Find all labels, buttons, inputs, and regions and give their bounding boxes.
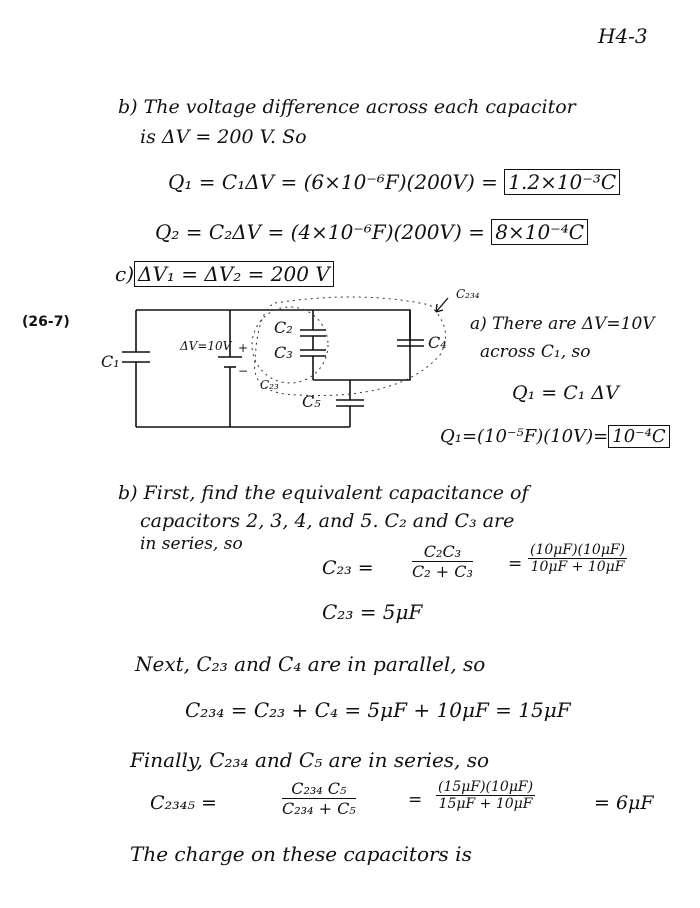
q2-expression: Q₂ = C₂ΔV = (4×10⁻⁶F)(200V) = xyxy=(155,220,485,244)
part-b-line1: b) The voltage difference across each ca… xyxy=(118,96,576,118)
c2-label: C₂ xyxy=(274,318,293,337)
c234-arrow-icon xyxy=(435,297,449,313)
c2345-denominator: C₂₃₄ + C₅ xyxy=(282,799,356,818)
c23-values-fraction: (10μF)(10μF)10μF + 10μF xyxy=(528,542,628,575)
q2-answer: 8×10⁻⁴C xyxy=(491,219,589,245)
c23-grouping-outline xyxy=(251,306,329,384)
c4-label: C₄ xyxy=(428,333,447,352)
part-b2-line1: b) First, find the equivalent capacitanc… xyxy=(118,482,529,504)
charge-line: The charge on these capacitors is xyxy=(130,842,472,866)
c2345-lhs: C₂₃₄₅ = xyxy=(150,792,217,814)
q1-answer: 1.2×10⁻³C xyxy=(504,169,621,195)
c23-numerator: C₂C₃ xyxy=(412,542,473,562)
part-a-eq2: Q₁=(10⁻⁵F)(10V)=10⁻⁴C xyxy=(440,425,670,448)
part-a-line2: across C₁, so xyxy=(480,342,591,362)
c23-equals: = xyxy=(508,554,523,574)
part-c: c)ΔV₁ = ΔV₂ = 200 V xyxy=(115,261,334,287)
c234-grouping-outline xyxy=(254,296,447,396)
c23-result: C₂₃ = 5μF xyxy=(322,600,423,624)
battery-plus: + xyxy=(238,341,249,355)
c23-lhs: C₂₃ = xyxy=(322,557,374,579)
next-line: Next, C₂₃ and C₄ are in parallel, so xyxy=(135,652,486,676)
part-b2-line2: capacitors 2, 3, 4, and 5. C₂ and C₃ are xyxy=(140,510,515,532)
c23-values-numerator: (10μF)(10μF) xyxy=(528,542,628,559)
c2345-result: = 6μF xyxy=(594,792,654,814)
c2345-values-numerator: (15μF)(10μF) xyxy=(436,779,536,796)
part-b2-line3: in series, so xyxy=(140,534,243,554)
part-a-answer: 10⁻⁴C xyxy=(608,425,670,448)
c2345-equals: = xyxy=(408,790,423,810)
c3-label: C₃ xyxy=(274,343,293,362)
c23-values-denominator: 10μF + 10μF xyxy=(530,559,625,575)
c2345-values-denominator: 15μF + 10μF xyxy=(438,796,533,812)
c23-label: C₂₃ xyxy=(260,378,279,392)
c2345-values-fraction: (15μF)(10μF)15μF + 10μF xyxy=(436,779,536,812)
q2-equation: Q₂ = C₂ΔV = (4×10⁻⁶F)(200V) = 8×10⁻⁴C xyxy=(155,219,589,245)
finally-line: Finally, C₂₃₄ and C₅ are in series, so xyxy=(130,748,490,772)
q1-equation: Q₁ = C₁ΔV = (6×10⁻⁶F)(200V) = 1.2×10⁻³C xyxy=(168,169,621,195)
page-number: H4-3 xyxy=(598,24,648,48)
battery-minus: − xyxy=(238,364,249,378)
problem-reference: (26-7) xyxy=(22,314,70,330)
c1-label: C₁ xyxy=(101,352,120,371)
c23-denominator: C₂ + C₃ xyxy=(412,562,473,581)
c2345-numerator: C₂₃₄ C₅ xyxy=(282,779,356,799)
c234-equation: C₂₃₄ = C₂₃ + C₄ = 5μF + 10μF = 15μF xyxy=(185,698,571,722)
part-a-eq1: Q₁ = C₁ ΔV xyxy=(512,382,619,404)
part-b-line2: is ΔV = 200 V. So xyxy=(140,126,307,148)
battery-label: ΔV=10V xyxy=(180,339,232,353)
q1-expression: Q₁ = C₁ΔV = (6×10⁻⁶F)(200V) = xyxy=(168,170,498,194)
part-c-answer: ΔV₁ = ΔV₂ = 200 V xyxy=(134,261,334,287)
part-a-line1: a) There are ΔV=10V xyxy=(470,314,655,334)
c234-label: C₂₃₄ xyxy=(456,287,480,301)
part-a-expression: Q₁=(10⁻⁵F)(10V)= xyxy=(440,426,609,447)
part-c-label: c) xyxy=(115,262,135,286)
c5-label: C₅ xyxy=(302,392,321,411)
